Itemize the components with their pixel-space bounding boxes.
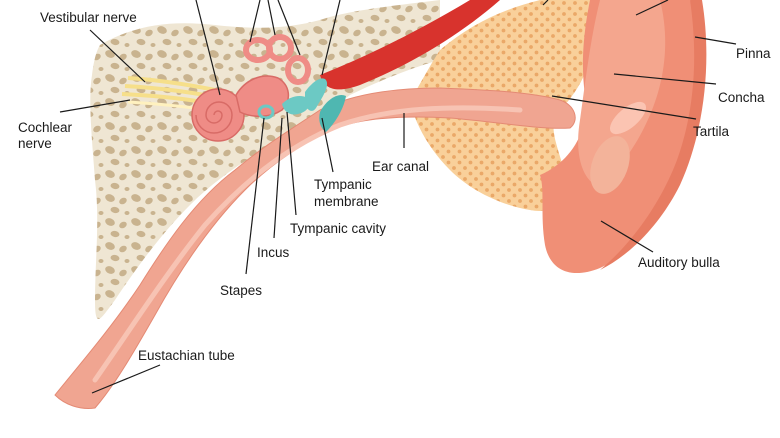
label-concha: Concha	[718, 90, 765, 105]
ear-canal-tube	[54, 87, 576, 409]
tragus	[590, 136, 630, 194]
tympanic-membrane-shape	[319, 94, 346, 132]
label-eustachian-tube: Eustachian tube	[138, 348, 235, 363]
vestibule	[235, 75, 290, 117]
cochlea-spiral	[195, 101, 233, 134]
label-cochlear-nerve-line2: nerve	[18, 136, 52, 151]
helix-rim	[600, 0, 707, 270]
concha-shape	[578, 0, 666, 185]
label-tympanic-membrane-line2: membrane	[314, 194, 379, 209]
semicircular-canal-2	[266, 34, 294, 62]
label-incus: Incus	[257, 245, 290, 260]
incus-shape	[282, 96, 310, 115]
label-ear-canal: Ear canal	[372, 159, 429, 174]
label-cochlear-nerve-line1: Cochlear	[18, 120, 73, 135]
malleus-shape	[305, 78, 328, 111]
label-stapes: Stapes	[220, 283, 262, 298]
muscle-band	[320, 0, 500, 90]
label-tympanic-cavity: Tympanic cavity	[290, 221, 386, 236]
label-tympanic-membrane-line1: Tympanic	[314, 177, 372, 192]
canal-highlight	[92, 105, 523, 383]
stapes-shape	[257, 104, 275, 120]
label-vestibular-nerve: Vestibular nerve	[40, 10, 137, 25]
label-auditory-bulla: Auditory bulla	[638, 255, 720, 270]
label-tartila: Tartila	[693, 124, 730, 139]
label-pinna: Pinna	[736, 46, 771, 61]
leader-lines	[59, 0, 737, 394]
semicircular-canal-3	[285, 55, 311, 85]
